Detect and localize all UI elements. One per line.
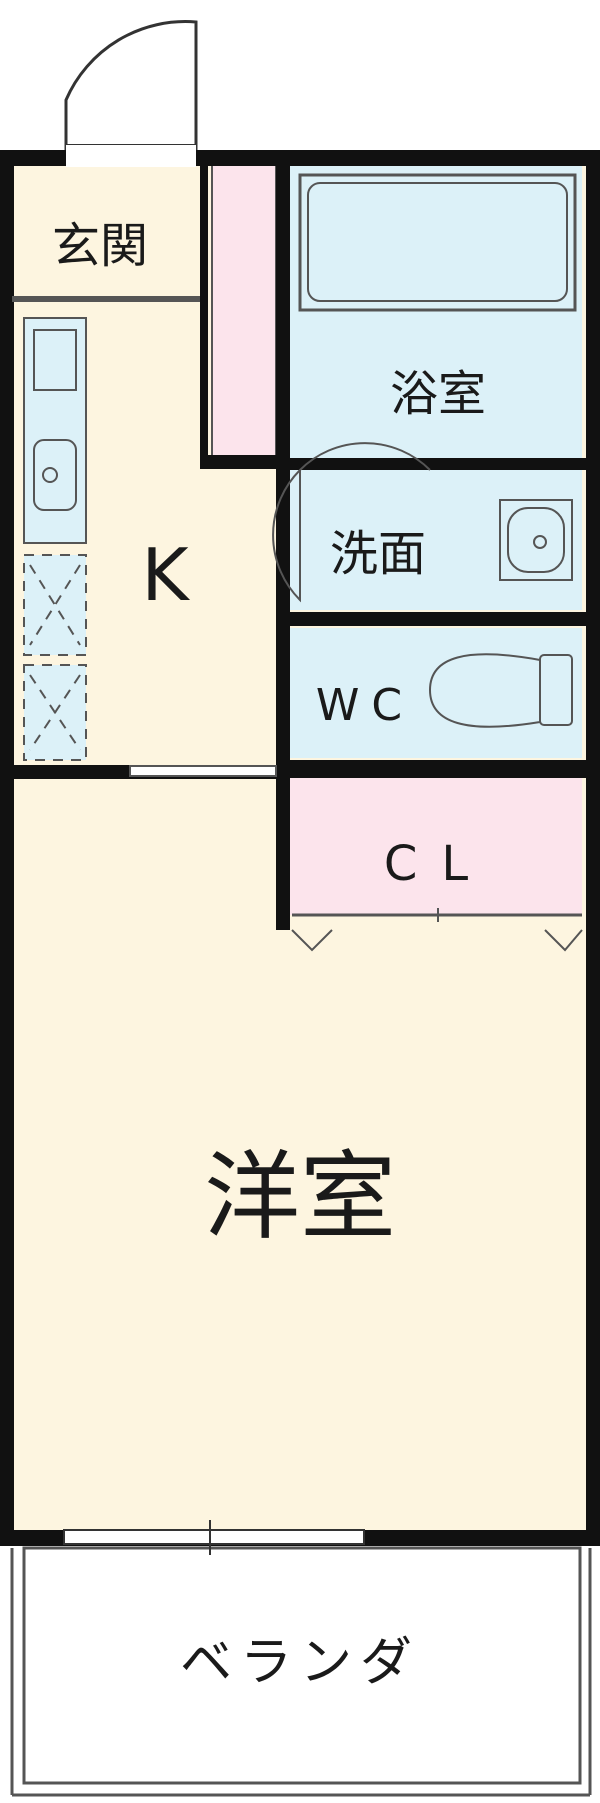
shelf-lower-cross-icon	[29, 674, 81, 751]
shoe-storage	[211, 164, 277, 464]
entrance-door-swing-icon	[64, 20, 198, 155]
washbasin-drain-icon	[533, 535, 547, 549]
label-washroom: 洗面	[330, 526, 426, 582]
washbasin-bowl	[507, 507, 565, 573]
wall-toilet-closet	[276, 760, 586, 778]
washroom-door-swing-icon	[272, 442, 431, 603]
label-veranda: ベランダ	[180, 1633, 420, 1693]
label-western-room: 洋室	[204, 1141, 396, 1253]
toilet-area	[290, 628, 582, 758]
kitchen-stove	[33, 329, 77, 391]
closet-area	[290, 778, 582, 915]
veranda-area	[22, 1546, 582, 1785]
sink-drain-icon	[42, 467, 58, 483]
wall-left	[0, 150, 14, 1545]
balcony-window	[63, 1529, 365, 1545]
wall-corridor-base	[200, 455, 290, 469]
toilet-tank-icon	[539, 654, 573, 726]
wall-wash-toilet	[276, 612, 586, 626]
label-entrance: 玄関	[52, 218, 148, 274]
bathtub-inner	[307, 182, 568, 302]
kitchen-room-doorway	[129, 765, 277, 777]
label-bath: 浴室	[390, 366, 486, 422]
entrance-opening	[66, 145, 196, 167]
kitchen-sink	[33, 439, 77, 511]
wall-right	[586, 150, 600, 1545]
wall-bath-wash	[276, 458, 586, 470]
entrance-area	[12, 158, 202, 300]
closet-door-right-icon	[544, 929, 583, 952]
label-kitchen: K	[141, 533, 190, 617]
wall-entrance-step	[12, 296, 208, 302]
bathtub-outer	[298, 173, 577, 312]
label-closet: CL	[384, 836, 492, 892]
washbasin-outer	[499, 499, 573, 581]
closet-door-left-icon	[291, 929, 333, 952]
bath-area	[290, 165, 582, 462]
wall-corridor-left	[200, 158, 208, 458]
toilet-bowl-icon	[428, 653, 541, 728]
label-toilet: WC	[316, 680, 414, 731]
shelf-upper-cross-icon	[29, 564, 81, 646]
wall-closet-left	[276, 770, 290, 930]
